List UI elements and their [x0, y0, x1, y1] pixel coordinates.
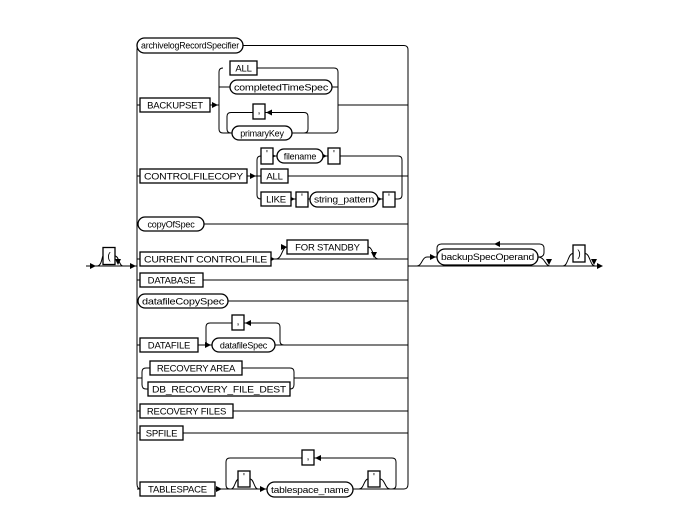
svg-text:ALL: ALL [235, 63, 251, 74]
node-backupset-comma: , [252, 103, 266, 120]
svg-text:TABLESPACE: TABLESPACE [148, 484, 207, 495]
svg-text:': ' [333, 149, 335, 160]
node-like: LIKE [260, 191, 292, 207]
node-spfile: SPFILE [139, 425, 184, 441]
node-primary-key: primaryKey [231, 125, 293, 141]
node-quote-open-filename: ' [260, 147, 274, 165]
svg-text:copyOfSpec: copyOfSpec [147, 219, 195, 229]
svg-text:completedTimeSpec: completedTimeSpec [234, 82, 329, 92]
svg-text:': ' [243, 472, 245, 483]
svg-text:string_pattern: string_pattern [314, 195, 374, 205]
svg-text:': ' [301, 193, 303, 204]
svg-text:,: , [237, 317, 240, 328]
svg-text:filename: filename [284, 151, 317, 161]
node-tablespace-comma: , [301, 449, 315, 466]
svg-text:,: , [258, 106, 261, 117]
node-quote-open-tablespace: ' [237, 470, 251, 488]
node-quote-close-tablespace: ' [367, 470, 381, 488]
svg-text:SPFILE: SPFILE [146, 428, 178, 439]
svg-text:(: ( [107, 252, 111, 263]
svg-text:DB_RECOVERY_FILE_DEST: DB_RECOVERY_FILE_DEST [152, 384, 286, 395]
svg-text:': ' [373, 472, 375, 483]
svg-text:RECOVERY FILES: RECOVERY FILES [147, 406, 226, 417]
node-filename: filename [276, 148, 324, 164]
arrowhead-icons [90, 102, 603, 492]
svg-text:datafileCopySpec: datafileCopySpec [142, 296, 225, 306]
node-quote-close-pattern: ' [382, 191, 396, 208]
node-archivelog-record-specifier: archivelogRecordSpecifier [136, 37, 244, 54]
node-datafile: DATAFILE [139, 337, 199, 353]
svg-text:ALL: ALL [266, 171, 282, 182]
svg-text:backupSpecOperand: backupSpecOperand [441, 252, 534, 262]
svg-text:FOR STANDBY: FOR STANDBY [295, 242, 361, 253]
node-tablespace-name: tablespace_name [266, 481, 354, 498]
svg-text:BACKUPSET: BACKUPSET [147, 100, 203, 111]
svg-text:DATAFILE: DATAFILE [148, 340, 190, 351]
svg-text:': ' [266, 149, 268, 160]
node-quote-open-pattern: ' [295, 191, 309, 208]
node-db-recovery-file-dest: DB_RECOVERY_FILE_DEST [147, 381, 291, 397]
svg-text:': ' [388, 193, 390, 204]
svg-text:): ) [577, 249, 580, 260]
node-close-paren: ) [572, 244, 586, 263]
svg-text:LIKE: LIKE [266, 194, 286, 205]
node-datafile-spec: datafileSpec [211, 337, 276, 353]
node-datafile-comma: , [231, 314, 245, 331]
node-backupset: BACKUPSET [139, 97, 211, 113]
node-recovery-area: RECOVERY AREA [149, 360, 243, 376]
svg-text:tablespace_name: tablespace_name [271, 485, 349, 495]
node-for-standby: FOR STANDBY [286, 239, 369, 255]
connector-lines [86, 45, 601, 490]
node-controlfilecopy-all: ALL [260, 168, 289, 184]
svg-text:primaryKey: primaryKey [240, 128, 284, 138]
node-copy-of-spec: copyOfSpec [137, 216, 205, 232]
node-recovery-files: RECOVERY FILES [139, 403, 234, 419]
svg-text:CONTROLFILECOPY: CONTROLFILECOPY [144, 171, 244, 182]
svg-text:,: , [307, 452, 310, 463]
node-quote-close-filename: ' [327, 147, 341, 165]
svg-text:datafileSpec: datafileSpec [220, 340, 268, 350]
node-controlfilecopy: CONTROLFILECOPY [139, 168, 248, 184]
node-backup-spec-operand: backupSpecOperand [436, 248, 539, 266]
node-datafile-copy-spec: datafileCopySpec [137, 293, 229, 309]
node-current-controlfile: CURRENT CONTROLFILE [139, 251, 272, 267]
node-backupset-all: ALL [229, 60, 258, 76]
svg-text:RECOVERY AREA: RECOVERY AREA [157, 363, 236, 374]
node-string-pattern: string_pattern [309, 191, 379, 208]
svg-text:CURRENT CONTROLFILE: CURRENT CONTROLFILE [144, 254, 267, 265]
node-open-paren: ( [102, 246, 116, 266]
node-database: DATABASE [139, 272, 204, 288]
node-tablespace: TABLESPACE [139, 481, 216, 497]
svg-text:DATABASE: DATABASE [148, 275, 196, 286]
node-completed-time-spec: completedTimeSpec [229, 79, 333, 95]
svg-text:archivelogRecordSpecifier: archivelogRecordSpecifier [141, 41, 239, 51]
